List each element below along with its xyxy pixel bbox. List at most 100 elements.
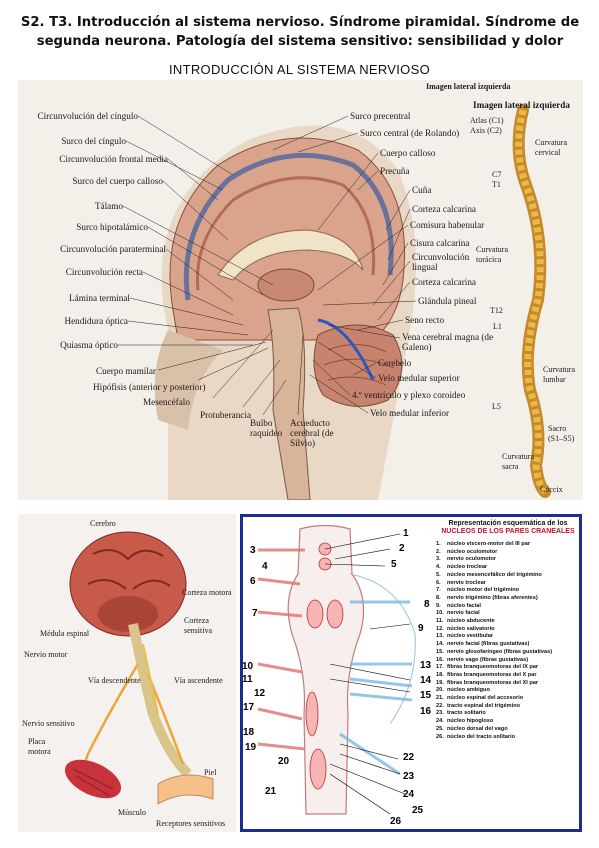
legend-item-label: nervio facial (fibras gustativas) [447,641,530,648]
legend-item-number: 12. [436,625,444,632]
spine-label-curvatura-sacra: Curvatura sacra [502,452,534,471]
legend-item-label: nervio glosofaríngeo (fibras gustativas) [447,648,553,655]
label-placa-motora: Placa motora [28,737,51,756]
label-cerebro: Cerebro [90,519,116,528]
brain-figure-header: Imagen lateral izquierda [426,82,511,91]
legend-item: 14.nervio facial (fibras gustativas) [436,641,580,649]
legend-item-number: 21. [436,695,444,702]
legend-item-label: tracto solitario [447,710,486,717]
legend-item-label: núcleo ambiguo [447,687,490,694]
legend-item: 8.nervio trigémino (fibras aferentes) [436,595,580,603]
spine-label-atlas: Atlas (C1) [470,116,504,125]
label-velo-medular-inferior: Velo medular inferior [370,408,450,418]
legend-item: 5.núcleo mesencefálico del trigémino [436,572,580,580]
legend-item: 3.nervio oculomotor [436,556,580,564]
brain-illustration [118,104,551,500]
label-circunvolucion-lingual: Circunvolución lingual [412,252,470,272]
nuclei-number-10: 10 [242,661,254,672]
label-cisura-calcarina: Cisura calcarina [410,238,470,248]
legend-item: 26.núcleo del tracto solitario [436,734,580,742]
legend-item: 24.núcleo hipogloso [436,718,580,726]
legend-item-number: 8. [436,594,441,601]
spine-title: Imagen lateral izquierda [473,100,570,110]
label-nervio-sensitivo: Nervio sensitivo [22,719,75,728]
label-corteza-sensitiva: Corteza sensitiva [184,616,212,635]
nuclei-number-13: 13 [420,660,432,671]
legend-item-label: núcleo salivatorio [447,625,495,632]
legend-item-label: núcleo troclear [447,564,488,571]
section-subtitle: INTRODUCCIÓN AL SISTEMA NERVIOSO [169,62,430,77]
nuclei-number-6: 6 [250,576,256,587]
legend-item: 2.núcleo oculomotor [436,549,580,557]
label-piel: Piel [204,768,217,777]
legend-item: 16.nervio vago (fibras gustativas) [436,657,580,665]
nuclei-number-1: 1 [403,528,409,539]
legend-item: 17.fibras branqueomotoras del IX par [436,664,580,672]
nerve-pathway-illustration [64,531,214,805]
legend-item-number: 10. [436,610,444,617]
spine-label-l5: L5 [492,402,501,411]
legend-item-label: núcleo del tracto solitario [447,733,516,740]
legend-item: 25.núcleo dorsal del vago [436,726,580,734]
nuclei-number-9: 9 [418,623,424,634]
legend-item: 19.fibras branqueomotoras del XI par [436,680,580,688]
legend-item-label: núcleo motor del trigémino [447,587,520,594]
nuclei-number-15: 15 [420,690,432,701]
spine-label-t1: T1 [492,180,501,189]
legend-item: 10.nervio facial [436,610,580,618]
legend-item: 22.tracto espinal del trigémino [436,703,580,711]
label-quiasma-optico: Quiasma óptico [60,340,118,350]
legend-item-label: fibras branqueomotoras del X par [447,671,537,678]
legend-item-label: núcleo facial [447,602,481,609]
legend-item-number: 23. [436,710,444,717]
nuclei-number-17: 17 [243,702,255,713]
legend-item-label: núcleo mesencefálico del trigémino [447,571,542,578]
label-circunvolucion-frontal-media: Circunvolución frontal media [59,154,168,164]
legend-item: 4. núcleo troclear [436,564,580,572]
nuclei-number-24: 24 [403,789,415,800]
legend-item-label: núcleo abducente [447,618,495,625]
label-cuerpo-calloso: Cuerpo calloso [380,148,436,158]
legend-item-label: núcleo hipogloso [447,718,494,725]
label-receptores-sensitivos: Receptores sensitivos [156,819,226,828]
legend-item: 20.núcleo ambiguo [436,687,580,695]
legend-item: 6.nervio troclear [436,580,580,588]
legend-item-number: 16. [436,656,444,663]
legend-item-number: 9. [436,602,441,609]
legend-item-number: 4. [436,564,441,571]
nuclei-number-2: 2 [399,543,405,554]
legend-item-label: nervio facial [447,610,480,617]
label-via-descendente: Vía descendente [88,676,141,685]
spine-column [512,104,551,498]
nuclei-number-22: 22 [403,752,415,763]
legend-item: 12.núcleo salivatorio [436,626,580,634]
spine-label-l1: L1 [493,322,502,331]
label-vena-cerebral-magna: Vena cerebral magna (de Galeno) [402,332,494,352]
legend-item: 21.núcleo espinal del accesorio [436,695,580,703]
legend-item-label: nervio vago (fibras gustativas) [447,656,529,663]
legend-item: 15.nervio glosofaríngeo (fibras gustativ… [436,649,580,657]
nuclei-number-26: 26 [390,816,402,827]
legend-item: 7.núcleo motor del trigémino [436,587,580,595]
label-surco-precentral: Surco precentral [350,111,411,121]
nuclei-number-11: 11 [242,674,253,685]
spine-label-axis: Axis (C2) [470,126,502,135]
legend-item-label: núcleo oculomotor [447,548,498,555]
label-surco-central: Surco central (de Rolando) [360,128,460,138]
legend-item-number: 1. [436,541,441,547]
legend-item-label: núcleo espinal del accesorio [447,695,524,702]
nuclei-number-5: 5 [391,559,397,570]
label-cuna: Cuña [412,185,432,195]
label-corteza-motora: Corteza motora [182,588,232,597]
document-title-line-2: segunda neurona. Patología del sistema s… [36,34,564,49]
label-glandula-pineal: Glándula pineal [418,296,477,306]
nuclei-number-21: 21 [265,786,277,797]
label-hipofisis: Hipófisis (anterior y posterior) [93,382,206,392]
legend-item-number: 15. [436,648,444,655]
legend-item-number: 6. [436,579,441,586]
nuclei-number-25: 25 [412,805,424,816]
nerve-pathway-figure: Cerebro Corteza motora Corteza sensitiva… [18,514,236,832]
legend-item: 23.tracto solitario [436,710,580,718]
label-circunvolucion-recta: Circunvolución recta [65,267,143,277]
